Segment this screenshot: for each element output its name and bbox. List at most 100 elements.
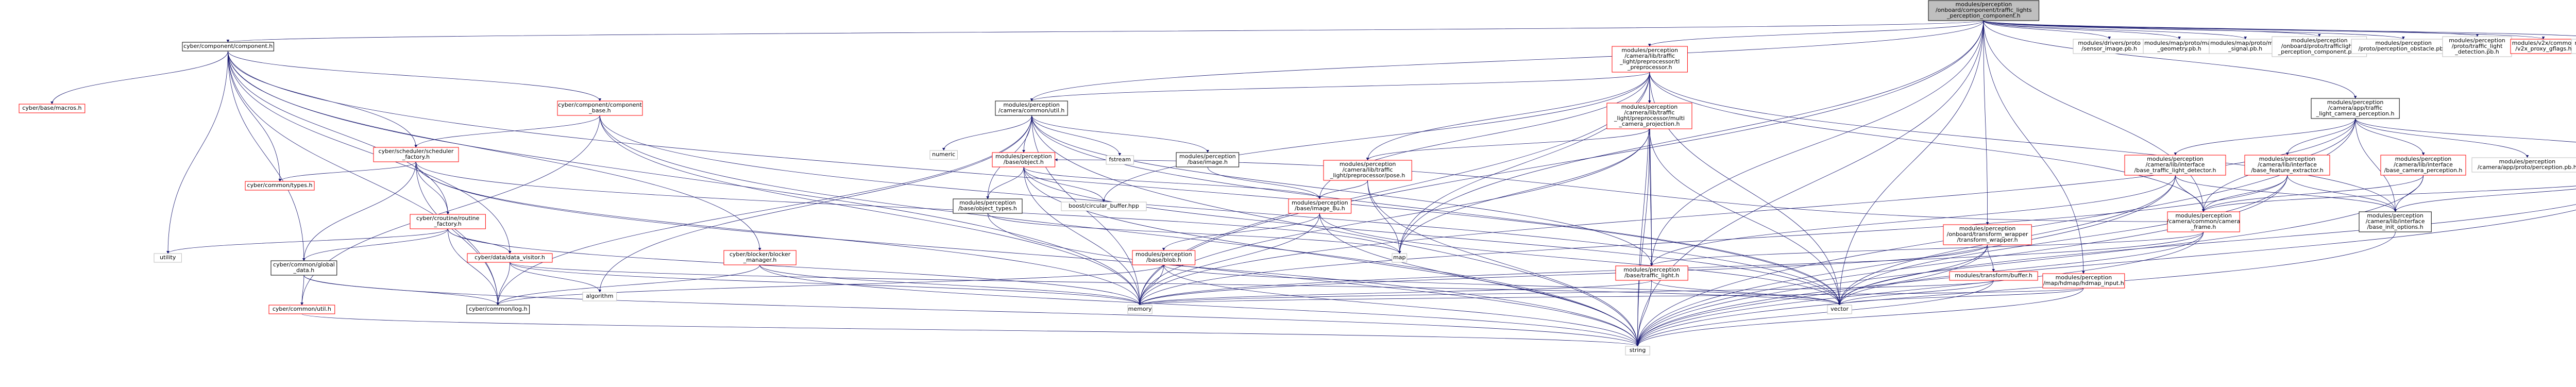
header-nodes: modules/perception/onboard/component/tra… [19,0,2576,356]
node-box [2209,39,2282,54]
node-label-line: vector [1831,306,1849,312]
node-label-line: /onboard/component/traffic_lights [1936,7,2032,13]
node-perception-obstacle-pb: modules/perception/proto/perception_obst… [2351,39,2456,54]
node-routine-factory[interactable]: cyber/croutine/routine_factory.h [410,214,486,229]
node-box [1288,198,1352,214]
node-box [1392,253,1408,263]
edge-data-visitor-to-common-log [496,262,511,306]
edge-root-to-transform-wrapper [1983,20,1989,225]
node-common-types[interactable]: cyber/common/types.h [245,181,315,191]
node-numeric: numeric [929,150,958,160]
node-box [245,181,315,191]
edge-root-to-app-traffic-light-camera-perception [1983,20,2357,99]
node-v2x-proxy-gflags[interactable]: modules/v2x/common/v2x_proxy_gflags.h [2510,39,2576,54]
edge-base-traffic-light-detector-to-camera-frame [2175,175,2205,212]
edge-base-feature-extractor-to-vector [1838,175,2288,306]
node-cyber-macros[interactable]: cyber/base/macros.h [19,104,86,113]
node-box [182,42,274,52]
node-global-data[interactable]: cyber/common/global_data.h [270,260,337,276]
node-box [268,305,335,314]
node-app-traffic-light-camera-perception[interactable]: modules/perception/camera/app/traffic_li… [2311,98,2400,119]
edge-base-feature-extractor-to-string [1636,175,2288,347]
node-base-feature-extractor[interactable]: modules/perception/camera/lib/interface/… [2244,155,2330,176]
node-label-line: /base_init_options.h [2367,224,2423,230]
edge-object-to-memory [1023,166,1141,306]
edge-camera-util-to-numeric [942,115,1032,151]
node-transform-wrapper[interactable]: modules/perception/onboard/transform_wra… [1943,224,2032,245]
node-blocker-manager[interactable]: cyber/blocker/blocker_manager.h [723,250,796,265]
edge-common-util-to-string [301,313,1639,347]
dependency-edges [50,20,2576,347]
edge-root-to-map [1398,20,1984,254]
node-base-image[interactable]: modules/perception/base/image.h [1176,152,1240,167]
node-blob[interactable]: modules/perception/base/blob.h [1132,250,1196,265]
node-transform-buffer[interactable]: modules/transform/buffer.h [1949,271,2038,281]
node-camera-perception-pb: modules/perception/camera/app/proto/perc… [2471,157,2576,173]
node-hdmap-input[interactable]: modules/perception/map/hdmap/hdmap_input… [2042,273,2125,289]
edge-root-to-traffic-light [1650,20,1984,266]
node-label-line: modules/perception [2291,37,2348,44]
node-label-line: /sensor_image.pb.h [2081,45,2137,52]
node-label-line: /map/hdmap/hdmap_input.h [2043,280,2124,287]
node-box [1176,152,1240,167]
edge-preprocessor-to-memory [1138,72,1650,306]
node-map-geometry: modules/map/proto/map_geometry.pb.h [2143,39,2216,54]
edge-camera-frame-to-traffic-light [1650,231,2204,266]
node-algorithm: algorithm [582,292,617,301]
node-base-traffic-light-detector[interactable]: modules/perception/camera/lib/interface/… [2124,155,2226,176]
node-image-8u[interactable]: modules/perception/base/image_8u.h [1288,198,1352,214]
node-multi-camera-projection[interactable]: modules/perception/camera/lib/traffic_li… [1606,103,1692,129]
node-common-util[interactable]: cyber/common/util.h [268,305,335,314]
node-scheduler-factory[interactable]: cyber/scheduler/scheduler_factory.h [373,147,459,162]
node-box [2311,98,2400,119]
node-common-log[interactable]: cyber/common/log.h [466,305,530,314]
edge-object-to-string [1023,166,1639,347]
node-label-line: _camera_projection.h [1619,121,1680,127]
node-camera-frame[interactable]: modules/perception/camera/common/camera_… [2167,211,2240,232]
node-data-visitor[interactable]: cyber/data/data_visitor.h [467,253,553,263]
node-pose[interactable]: modules/perception/camera/lib/traffic_li… [1323,160,1412,181]
node-camera-util[interactable]: modules/perception/camera/common/util.h [995,100,1068,116]
node-string: string [1625,346,1650,356]
edge-root-to-perception-obstacle-pb [1983,20,2405,40]
node-box [1625,346,1650,356]
node-label-line: /camera/common/camera [2167,218,2240,225]
node-base-init-options[interactable]: modules/perception/camera/lib/interface/… [2359,211,2432,232]
edge-cyber-component-to-routine-factory [228,51,450,215]
node-label-line: cyber/component/component [558,102,642,108]
edge-scheduler-factory-to-common-types [278,161,416,182]
node-label-line: modules/perception [1621,104,1678,110]
node-object-types[interactable]: modules/perception/base/object_types.h [953,198,1023,214]
node-label-line: modules/perception [959,199,1016,206]
node-component-base[interactable]: cyber/component/component_base.h [557,100,643,116]
node-label-line: algorithm [586,293,613,299]
node-label-line: modules/perception [1621,47,1678,54]
edge-base-traffic-light-detector-to-string [1636,175,2176,347]
edge-base-image-to-image-8u [1207,166,1321,199]
edge-multi-camera-projection-to-map [1398,128,1650,254]
node-box [1323,160,1412,181]
edge-traffic-light-to-vector [1651,280,1841,306]
node-preprocessor[interactable]: modules/perception/camera/lib/traffic_li… [1612,46,1688,73]
edge-multi-camera-projection-to-string [1636,128,1650,347]
node-base-camera-perception[interactable]: modules/perception/camera/lib/interface/… [2380,155,2466,176]
edge-app-traffic-light-camera-perception-to-camera-perception-pb [2355,118,2529,158]
node-box [2244,155,2330,176]
edge-cyber-component-to-scheduler-factory [228,51,418,148]
node-cyber-component[interactable]: cyber/component/component.h [182,42,274,52]
node-label-line: modules/perception [1956,1,2012,8]
node-label-line: utility [160,254,176,261]
node-box [154,253,182,263]
node-traffic-light[interactable]: modules/perception/base/traffic_light.h [1615,265,1688,281]
node-object[interactable]: modules/perception/base/object.h [992,152,1056,167]
node-label-line: /transform_wrapper.h [1957,237,2018,243]
node-label-line: string [1630,347,1646,354]
edge-object-to-image-8u [1023,166,1321,199]
node-label-line: _data.h [293,267,315,274]
edge-preprocessor-to-map [1398,72,1650,254]
node-box [2143,39,2216,54]
node-label-line: /camera/lib/interface [2366,218,2425,225]
node-box [1606,103,1692,129]
edge-base-feature-extractor-to-camera-frame [2201,175,2288,212]
